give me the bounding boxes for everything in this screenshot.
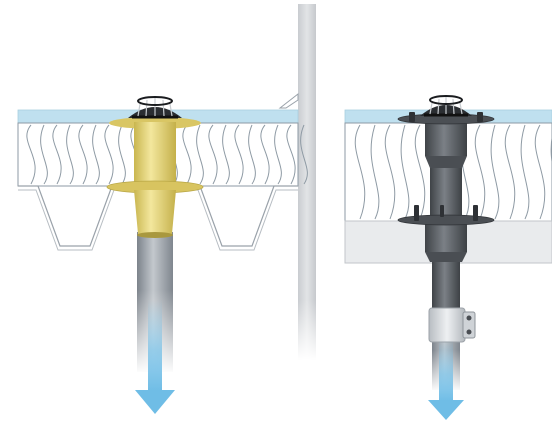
insulation-wave — [52, 124, 62, 185]
insulation-wave — [92, 124, 100, 185]
insulation-wave — [384, 124, 396, 220]
insulation-wave — [414, 124, 426, 220]
insulation-wave — [520, 124, 530, 220]
insulation-wave — [104, 124, 114, 185]
left-panel — [17, 4, 316, 414]
drain-body-left — [106, 117, 204, 238]
drain-grate-right — [420, 95, 472, 117]
insulation-wave — [248, 124, 256, 185]
insulation-wave — [40, 124, 48, 185]
insulation-wave — [222, 124, 230, 185]
insulation-wave — [182, 124, 192, 185]
bolts — [409, 112, 483, 221]
insulation-wave — [370, 124, 380, 220]
insulation-wave — [260, 124, 270, 185]
parapet-wall — [278, 4, 316, 360]
right-panel — [344, 95, 552, 420]
flow-arrow-left — [135, 300, 175, 414]
insulation-wave — [208, 124, 218, 185]
insulation-wave — [234, 124, 244, 185]
insulation-wave — [286, 124, 296, 185]
insulation-wave — [474, 124, 486, 220]
insulation-wave — [534, 124, 546, 220]
insulation-wave — [78, 124, 88, 185]
insulation-wave — [274, 124, 282, 185]
insulation-wave — [66, 124, 74, 185]
insulation-wave — [354, 124, 366, 220]
insulation-wave — [300, 124, 308, 185]
insulation-wave — [400, 124, 410, 220]
insulation-wave — [504, 124, 516, 220]
insulation-wave — [490, 124, 500, 220]
insulation-wave — [196, 124, 204, 185]
flanges — [397, 113, 495, 226]
drain-body-right — [425, 122, 467, 310]
insulation-wave — [26, 124, 36, 185]
flow-arrow-right — [428, 340, 464, 420]
pipe-clamp — [428, 307, 476, 343]
insulation-wave — [118, 124, 126, 185]
drain-grate-left — [128, 96, 182, 119]
